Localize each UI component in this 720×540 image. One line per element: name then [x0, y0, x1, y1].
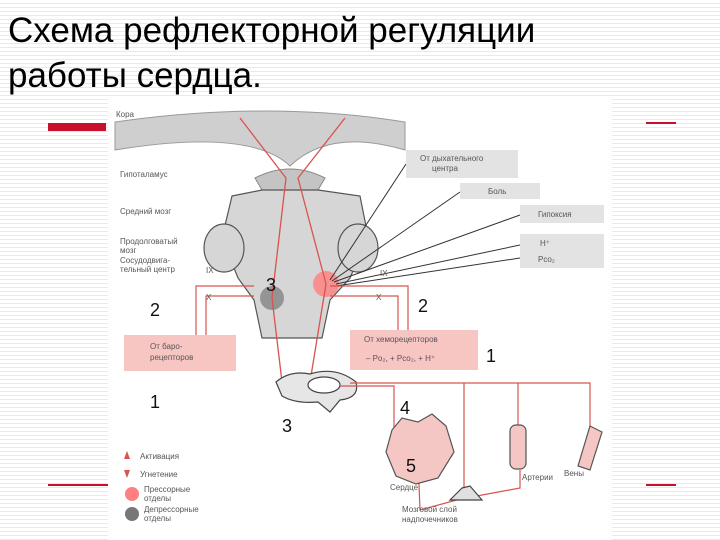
pain-box: [460, 183, 540, 199]
legend-activation: Активация: [140, 452, 179, 461]
baroreceptor-box: [124, 335, 236, 371]
label-midbrain: Средний мозг: [120, 207, 171, 216]
label-h-plus: H⁺: [540, 239, 550, 248]
label-from-resp-line2: центра: [432, 164, 458, 173]
legend-inhibition-icon: [124, 470, 130, 478]
title-accent-bar: [48, 123, 106, 131]
hypothalamus-shape: [254, 168, 326, 191]
marker-3-lower: 3: [282, 416, 292, 436]
legend-depressor-line1: Депрессорные: [144, 505, 199, 514]
hypoxia-box: [520, 205, 604, 223]
label-arteries: Артерии: [522, 473, 553, 482]
ganglion: [307, 376, 341, 394]
title-line-2: работы сердца.: [8, 56, 262, 95]
label-pain: Боль: [488, 187, 506, 196]
label-nerve-x-right: X: [376, 293, 382, 302]
label-medulla-line2: мозг: [120, 246, 137, 255]
label-heart: Сердце: [390, 483, 419, 492]
afferent-lines: [329, 163, 521, 287]
marker-4: 4: [400, 398, 410, 418]
marker-3-center: 3: [266, 275, 276, 295]
legend: Активация Угнетение Прессорные отделы Де…: [124, 451, 199, 523]
slide-title: Схема рефлекторной регуляции работы серд…: [8, 8, 708, 98]
label-nerve-x-left: X: [206, 293, 212, 302]
marker-2-right: 2: [418, 296, 428, 316]
label-medulla-line1: Продолговатый: [120, 237, 178, 246]
chemo-stimuli-box: [520, 234, 604, 268]
label-nerve-ix-right: IX: [380, 269, 388, 278]
label-cortex: Кора: [116, 110, 135, 119]
resp-center-box: [406, 150, 518, 178]
label-adrenal-line1: Мозговой слой: [402, 505, 457, 514]
cortex-shape: [114, 110, 406, 167]
label-baro-line1: От баро-: [150, 342, 183, 351]
label-vasomotor-line1: Сосудодвига-: [120, 256, 170, 265]
label-chemo: От хеморецепторов: [364, 335, 438, 344]
label-veins: Вены: [564, 469, 584, 478]
chemoreceptor-box: [350, 330, 478, 370]
decor-rule-bottom-right: [646, 484, 676, 486]
label-chemo-formula: – Po₂, + Pco₂, + H⁺: [366, 354, 435, 363]
label-baro-line2: рецепторов: [150, 353, 193, 362]
title-line-1: Схема рефлекторной регуляции: [8, 11, 536, 50]
artery-tube: [509, 424, 527, 470]
legend-depressor-line2: отделы: [144, 514, 171, 523]
heart-shape: [385, 413, 455, 485]
label-adrenal-line2: надпочечников: [402, 515, 458, 524]
vein-tube: [577, 425, 603, 471]
decor-rule-top-right: [646, 122, 676, 124]
legend-depressor-icon: [125, 507, 139, 521]
nerve-loops: [195, 285, 409, 335]
label-from-resp-line1: От дыхательного: [420, 154, 484, 163]
label-nerve-ix-left: IX: [206, 266, 214, 275]
legend-pressor-line1: Прессорные: [144, 485, 191, 494]
legend-pressor-line2: отделы: [144, 494, 171, 503]
marker-5: 5: [406, 456, 416, 476]
legend-inhibition: Угнетение: [140, 470, 178, 479]
descending-pathways: [239, 117, 346, 383]
label-hypoxia: Гипоксия: [538, 210, 572, 219]
cerebellum-left: [203, 223, 245, 273]
label-pco2: Pco₂: [538, 255, 555, 264]
marker-1-left: 1: [150, 392, 160, 412]
label-vasomotor-line2: тельный центр: [120, 265, 175, 274]
marker-2-left: 2: [150, 300, 160, 320]
adrenal-gland: [448, 485, 484, 501]
decor-rule-bottom-left: [48, 484, 108, 486]
legend-pressor-icon: [125, 487, 139, 501]
brainstem-shape: [221, 189, 369, 339]
marker-1-right: 1: [486, 346, 496, 366]
label-hypothalamus: Гипоталамус: [120, 170, 168, 179]
legend-activation-icon: [124, 451, 130, 459]
cerebellum-right: [337, 223, 379, 273]
diagram-panel: [108, 98, 612, 540]
